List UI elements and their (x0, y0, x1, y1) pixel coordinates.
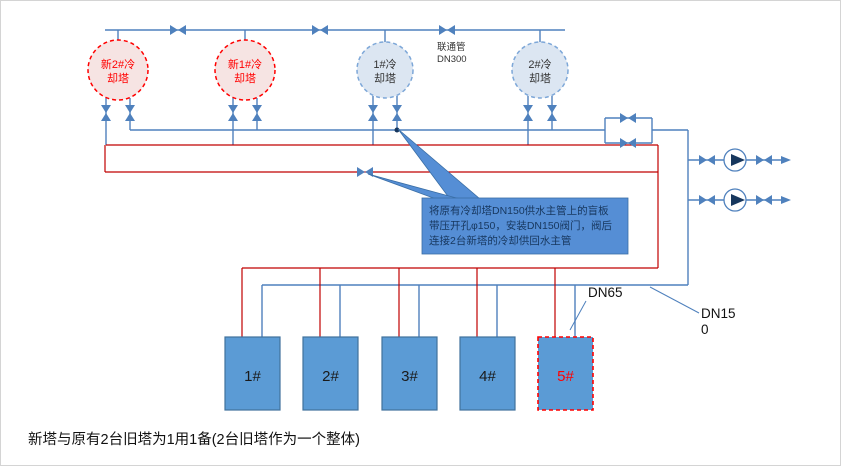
red-return-header-2 (104, 145, 658, 173)
unit-label: 3# (401, 368, 418, 385)
cooling-tower-label: 2#冷 (528, 58, 551, 71)
red-unit-risers (241, 268, 556, 337)
unit-label: 5# (557, 368, 574, 385)
pump-icon (723, 188, 747, 212)
dn150-label: DN15 (701, 306, 736, 321)
unit-boxes: 1# 2# 3# 4# 5# (224, 336, 594, 411)
dn65-leader-line (569, 300, 587, 331)
cooling-tower-label: 新2#冷 (101, 57, 135, 71)
unit-box-4 (459, 336, 516, 411)
unit-box-1 (224, 336, 281, 411)
top-connecting-pipe: 联通管 DN300 (105, 25, 565, 65)
flow-arrow-icon (781, 156, 791, 164)
cooling-tower-old-1: 1#冷 却塔 (356, 41, 414, 99)
dn65-label: DN65 (588, 285, 623, 300)
unit-label: 1# (244, 368, 261, 385)
callout-box (421, 197, 629, 255)
blue-unit-risers (261, 285, 576, 337)
cooling-tower-circle (511, 41, 569, 99)
pump-station (604, 113, 791, 285)
diagram-caption: 新塔与原有2台旧塔为1用1备(2台旧塔作为一个整体) (28, 431, 360, 448)
cooling-tower-label: 却塔 (234, 72, 256, 85)
tower-legs (101, 96, 557, 145)
unit-box-2 (302, 336, 359, 411)
cooling-tower-new-2: 新2#冷 却塔 (87, 39, 149, 101)
cooling-tower-label: 却塔 (529, 72, 551, 85)
pipe-drops (117, 30, 541, 43)
bottom-distribution (241, 267, 688, 337)
callout-text-line: 将原有冷却塔DN150供水主管上的盲板 (429, 204, 609, 217)
callout-text-line: 连接2台新塔的冷却供回水主管 (429, 234, 571, 247)
cooling-tower-circle (87, 39, 149, 101)
pipe-size-labels: DN65 DN15 0 (569, 285, 736, 337)
cooling-tower-label: 却塔 (374, 72, 396, 85)
cooling-tower-circle (356, 41, 414, 99)
top-pipe-size-label: DN300 (437, 54, 467, 65)
cooling-tower-old-2: 2#冷 却塔 (511, 41, 569, 99)
cooling-tower-new-1: 新1#冷 却塔 (214, 39, 276, 101)
unit-label: 2# (322, 368, 339, 385)
cooling-tower-label: 新1#冷 (228, 57, 262, 71)
cooling-tower-label: 却塔 (107, 72, 129, 85)
headers (104, 127, 659, 268)
dn150-leader-line (649, 286, 700, 314)
callout: 将原有冷却塔DN150供水主管上的盲板 带压开孔φ150，安装DN150阀门，阀… (367, 128, 629, 255)
flow-arrow-icon (781, 196, 791, 204)
pump-impeller (731, 154, 745, 166)
pump-impeller (731, 194, 745, 206)
unit-label: 4# (479, 368, 496, 385)
cooling-towers: 新2#冷 却塔 新1#冷 却塔 1#冷 却塔 2#冷 却塔 (87, 39, 569, 101)
cooling-tower-label: 1#冷 (373, 58, 396, 71)
dn150-label: 0 (701, 322, 709, 337)
unit-box-5-standby (537, 336, 594, 411)
cooling-tower-circle (214, 39, 276, 101)
pump-icon (723, 148, 747, 172)
top-pipe-label: 联通管 (437, 41, 466, 53)
callout-text-line: 带压开孔φ150，安装DN150阀门，阀后 (429, 219, 612, 232)
unit-box-3 (381, 336, 438, 411)
